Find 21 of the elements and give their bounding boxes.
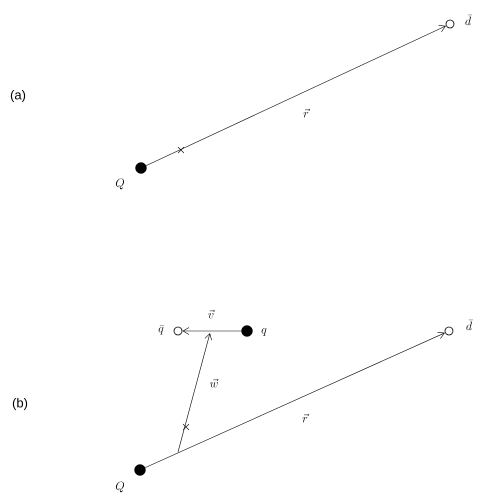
- edge-label: $\vec{v}$: [208, 310, 215, 318]
- point-circle: [444, 326, 454, 336]
- edge-label: $\vec{r}$: [304, 108, 310, 118]
- point-dot: [134, 464, 146, 476]
- point-label: $\bar{d}$: [466, 320, 474, 330]
- panel-label: (a): [10, 90, 26, 102]
- point-label: $\bar{d}$: [465, 14, 472, 26]
- point-label: $Q$: [116, 481, 124, 492]
- point-dot: [241, 325, 253, 337]
- arrow: [144, 332, 445, 468]
- point-circle: [446, 20, 454, 28]
- point-label: $Q$: [116, 178, 124, 190]
- point-circle: [174, 326, 182, 336]
- arrow: [182, 327, 242, 335]
- edge-label: $\vec{r}$: [302, 414, 310, 422]
- point-dot: [135, 162, 147, 174]
- point-label: $\bar{q}$: [158, 325, 164, 335]
- point-label: $q$: [262, 328, 266, 336]
- panel-label: (b): [12, 398, 28, 410]
- vector-label: $\vec{w}$: [210, 378, 218, 388]
- arrow: [146, 25, 446, 166]
